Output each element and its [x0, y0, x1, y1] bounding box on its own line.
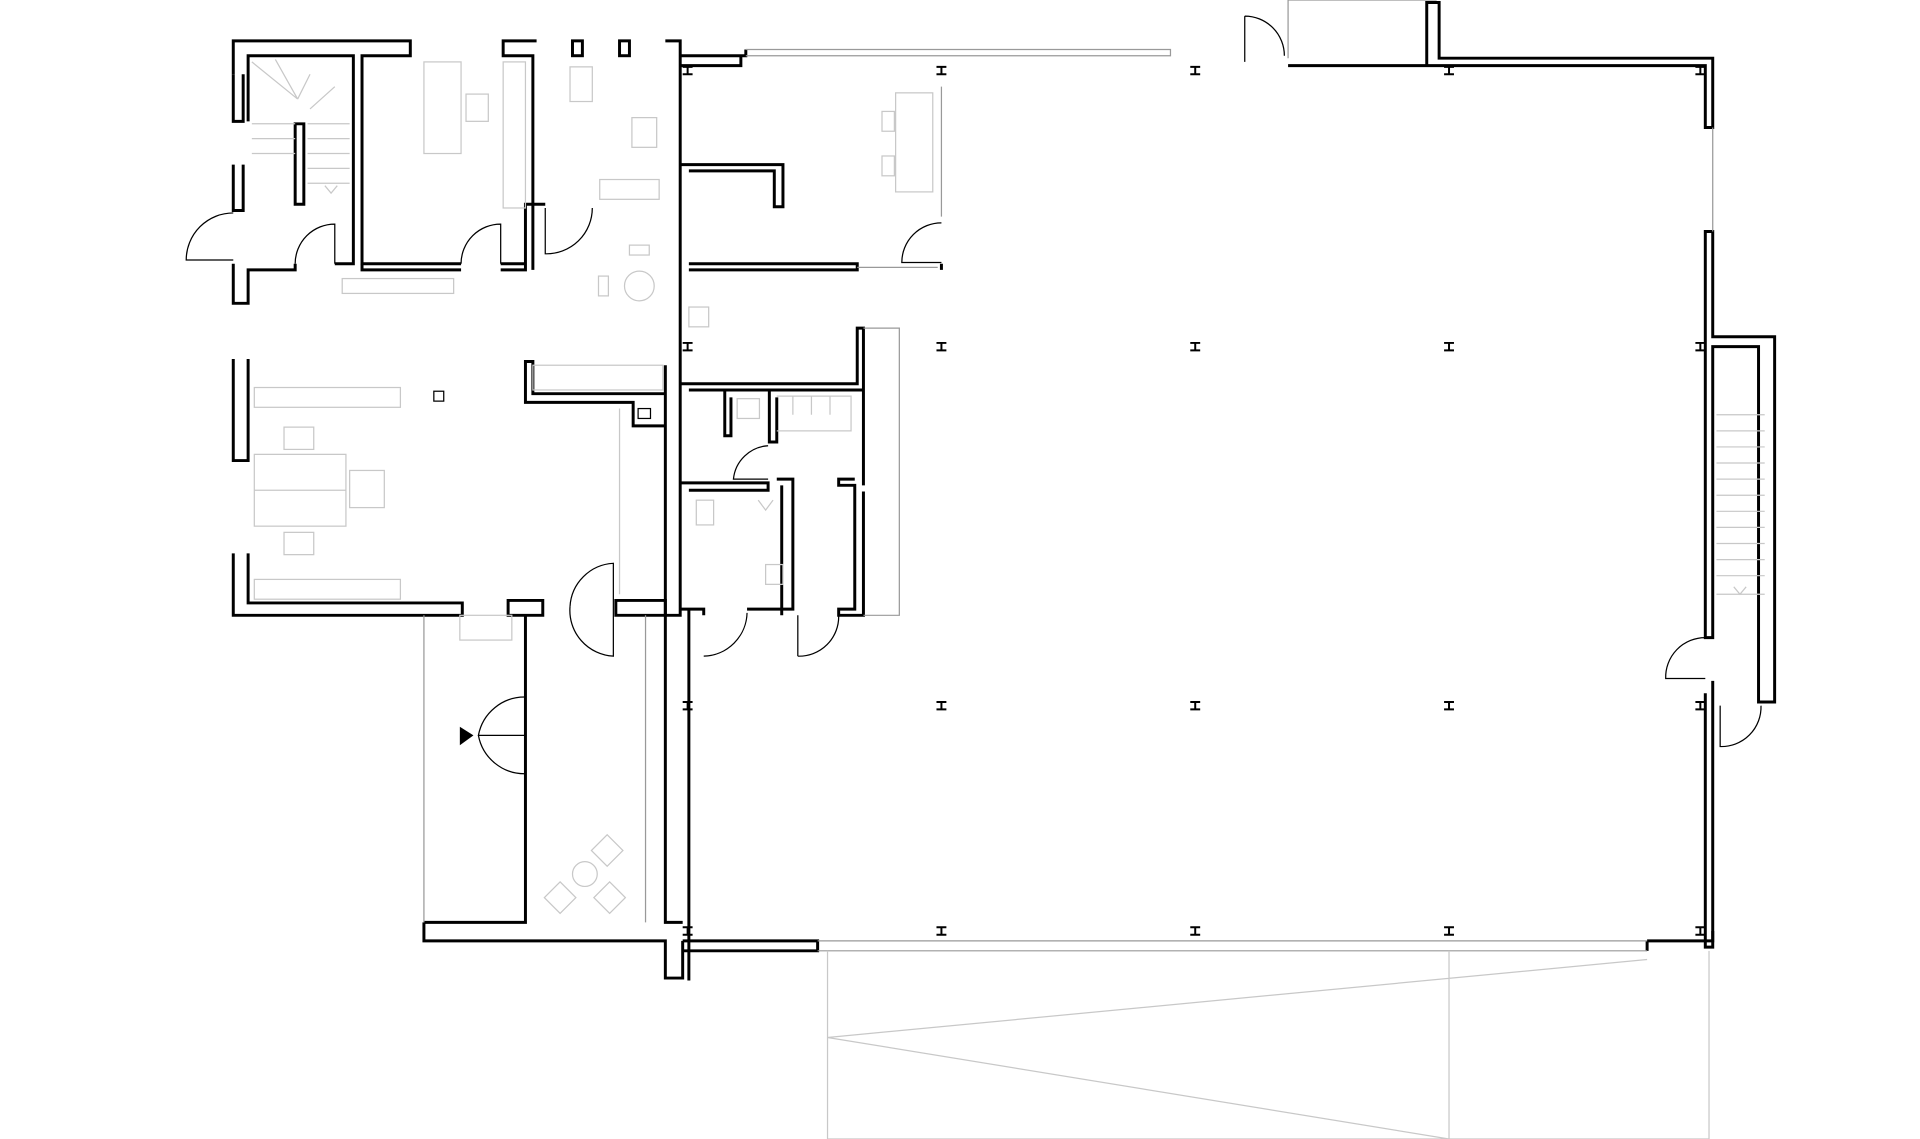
i-beam-column	[682, 700, 693, 711]
i-beam-column	[682, 65, 693, 76]
hall-east-wall	[1703, 230, 1777, 949]
entrance-annex	[422, 614, 685, 980]
south-wall	[506, 598, 667, 617]
lounge-furniture	[459, 614, 627, 915]
service-furniture	[688, 92, 934, 585]
i-beam-column	[1444, 700, 1454, 711]
i-beam-column	[1444, 926, 1454, 936]
i-beam-column	[1444, 65, 1454, 76]
hall-walls	[680, 0, 1777, 1139]
east-doors[interactable]	[1665, 636, 1762, 748]
service-rooms	[680, 86, 943, 981]
steel-columns	[682, 65, 1706, 936]
i-beam-column	[1190, 926, 1201, 936]
east-stair	[1716, 414, 1765, 596]
i-beam-column	[682, 926, 693, 936]
left-outer-wall-north	[231, 39, 462, 266]
i-beam-column	[936, 926, 947, 936]
left-furniture	[251, 59, 664, 600]
left-outer-wall-west	[231, 74, 464, 617]
service-doors[interactable]	[703, 222, 942, 657]
pier	[618, 39, 631, 58]
room-walls	[360, 39, 546, 272]
i-beam-column	[1444, 341, 1454, 352]
service-glazing	[857, 86, 943, 616]
i-beam-column	[1190, 65, 1201, 76]
i-beam-column	[1695, 65, 1706, 76]
i-beam-column	[936, 700, 947, 711]
i-beam-column	[682, 341, 693, 352]
north-glazing	[745, 0, 1437, 59]
i-beam-column	[1190, 700, 1201, 711]
stair-walls	[246, 54, 355, 266]
i-beam-column	[1695, 700, 1706, 711]
shaft	[637, 407, 652, 420]
annex-glazing	[423, 615, 647, 923]
hall-north-wall	[680, 0, 1715, 130]
pier	[571, 39, 584, 58]
left-building-walls	[231, 39, 682, 617]
entrance-arrow-icon	[459, 726, 474, 746]
i-beam-column	[936, 341, 947, 352]
i-beam-column	[936, 65, 947, 76]
entrance-door[interactable]	[477, 696, 526, 775]
hall-south-wall	[682, 931, 1715, 953]
annex-wall	[422, 615, 685, 980]
canopy-outline	[826, 950, 1710, 1139]
column	[433, 390, 445, 402]
north-door[interactable]	[1244, 15, 1285, 62]
i-beam-column	[1695, 341, 1706, 352]
left-doors[interactable]	[185, 207, 614, 657]
i-beam-column	[1695, 926, 1706, 936]
i-beam-column	[1190, 341, 1201, 352]
south-glazing	[817, 940, 1648, 952]
service-partitions	[680, 163, 943, 981]
